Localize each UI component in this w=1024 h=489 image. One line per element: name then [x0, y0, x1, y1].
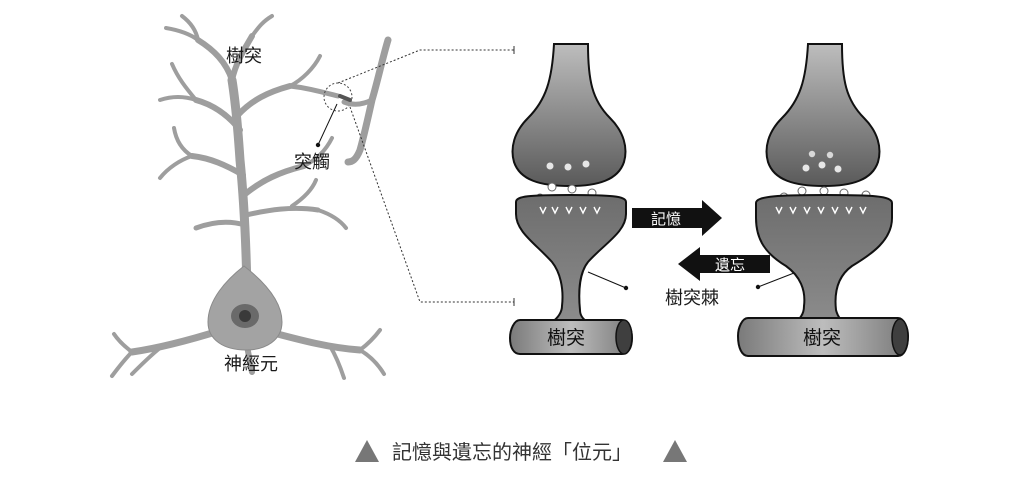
caption-triangle-left: [355, 440, 379, 462]
spine-pointer-left: [587, 271, 627, 289]
neuron-illustration: [110, 14, 386, 380]
presynaptic-terminal-right: [765, 43, 881, 188]
dendritic-spine-left: [515, 193, 627, 323]
spine-pointer-right: [757, 272, 795, 288]
synapse-pointer-line: [317, 103, 338, 146]
arrow-memory: [632, 200, 722, 236]
neuron-nucleolus: [239, 310, 251, 322]
label-neuron: 神經元: [224, 354, 278, 375]
label-synapse: 突觸: [294, 152, 330, 173]
label-dendrite-left: 樹突: [547, 327, 585, 349]
label-spine: 樹突棘: [665, 288, 719, 309]
label-dendrite-top: 樹突: [226, 46, 262, 67]
synapse-small: 樹突: [508, 43, 634, 355]
arrow-forget: [678, 247, 770, 281]
synapse-large: 樹突: [736, 43, 910, 357]
caption-triangle-right: [663, 440, 687, 462]
dendritic-spine-right: [755, 193, 893, 325]
label-dendrite-right: 樹突: [803, 327, 841, 349]
label-memory: 記憶: [651, 210, 681, 228]
caption-text: 記憶與遺忘的神經「位元」: [392, 440, 632, 464]
zoom-guide-lines: [337, 49, 514, 303]
axon-terminal-branch: [344, 36, 392, 166]
label-forget: 遺忘: [715, 256, 745, 274]
